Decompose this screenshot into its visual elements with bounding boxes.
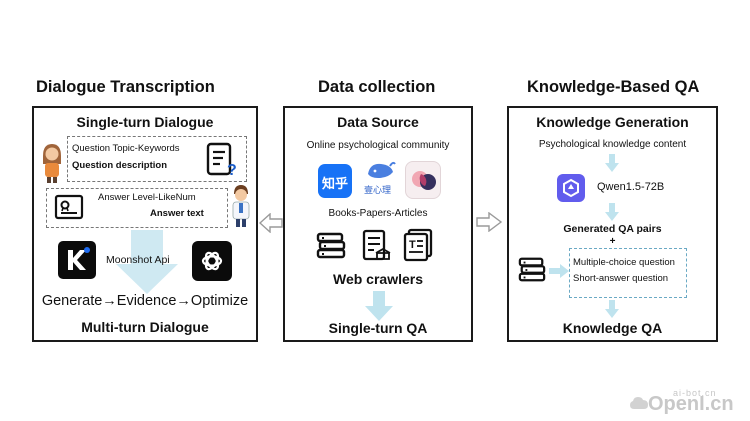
- multiple-choice-label: Multiple-choice question: [573, 257, 675, 268]
- dialogue-transcription-panel: Single-turn Dialogue Question Topic-Keyw…: [32, 106, 258, 342]
- kimi-logo-icon: [58, 241, 96, 279]
- answer-level-label: Answer Level-LikeNum: [98, 192, 196, 203]
- certificate-icon: [54, 194, 84, 220]
- short-answer-label: Short-answer question: [573, 273, 669, 284]
- watermark-small: ai-bot.cn: [673, 388, 717, 398]
- question-description-label: Question description: [72, 160, 168, 171]
- app-overlap-circles-icon: [412, 171, 436, 190]
- transcription-down-arrow-icon: [116, 230, 178, 294]
- left-connector-arrow-icon: [259, 213, 283, 233]
- knowledge-book-stack-icon: [518, 257, 546, 282]
- yixinli-whale-icon: [368, 161, 396, 178]
- online-community-label: Online psychological community: [306, 140, 450, 151]
- question-types-box: [569, 248, 687, 298]
- content-down-arrow-icon: [605, 154, 619, 172]
- data-source-title: Data Source: [337, 114, 419, 130]
- expert-avatar-icon: [232, 185, 250, 227]
- asker-avatar-icon: [43, 144, 61, 183]
- pipeline-label: Generate→Evidence→Optimize: [41, 293, 249, 309]
- watermark-cloud-icon: [630, 397, 648, 409]
- yixinli-label: 壹心理: [364, 186, 392, 196]
- left-column-title: Dialogue Transcription: [36, 78, 215, 96]
- qwen-mark-icon: [563, 178, 579, 198]
- book-stack-icon: [316, 232, 346, 259]
- answer-box: [46, 188, 228, 228]
- watermark-main: OpenI.cn: [648, 393, 734, 415]
- paper-document-icon: [362, 229, 391, 261]
- qwen-model-label: Qwen1.5-72B: [597, 181, 665, 193]
- data-collection-panel: Data Source Online psychological communi…: [283, 106, 473, 342]
- question-document-icon: ?: [206, 142, 237, 178]
- middle-column-title: Data collection: [318, 78, 436, 96]
- psychology-app-icon: [405, 161, 441, 199]
- knowledge-generation-title: Knowledge Generation: [536, 114, 689, 130]
- svg-text:T: T: [409, 239, 416, 251]
- zhihu-label: 知乎: [321, 177, 348, 192]
- qa-down-arrow-icon: [605, 300, 619, 318]
- books-papers-articles-label: Books-Papers-Articles: [328, 208, 428, 219]
- single-turn-dialogue-title: Single-turn Dialogue: [76, 114, 214, 130]
- question-topic-label: Question Topic-Keywords: [72, 143, 180, 154]
- web-crawlers-label: Web crawlers: [332, 271, 423, 287]
- zhihu-icon: 知乎: [318, 164, 352, 198]
- book-to-questions-arrow-icon: [549, 264, 569, 278]
- openai-logo-icon: [192, 241, 232, 281]
- model-down-arrow-icon: [605, 203, 619, 221]
- generated-qa-pairs-label: Generated QA pairs: [563, 223, 662, 235]
- knowledge-qa-label: Knowledge QA: [562, 320, 663, 336]
- moonshot-api-label: Moonshot Api: [106, 254, 170, 266]
- article-icon: T: [403, 228, 433, 262]
- crawler-down-arrow-icon: [365, 291, 393, 321]
- plus-sign: +: [609, 236, 616, 247]
- single-turn-qa-label: Single-turn QA: [328, 320, 428, 336]
- right-connector-arrow-icon: [476, 212, 502, 232]
- svg-text:?: ?: [227, 162, 237, 178]
- psych-knowledge-content-label: Psychological knowledge content: [538, 139, 687, 150]
- answer-text-label: Answer text: [150, 208, 204, 219]
- multi-turn-dialogue-label: Multi-turn Dialogue: [81, 319, 209, 335]
- qwen-logo-icon: [557, 174, 585, 202]
- right-column-title: Knowledge-Based QA: [527, 78, 700, 96]
- question-box: [67, 136, 247, 182]
- knowledge-qa-panel: Knowledge Generation Psychological knowl…: [507, 106, 718, 342]
